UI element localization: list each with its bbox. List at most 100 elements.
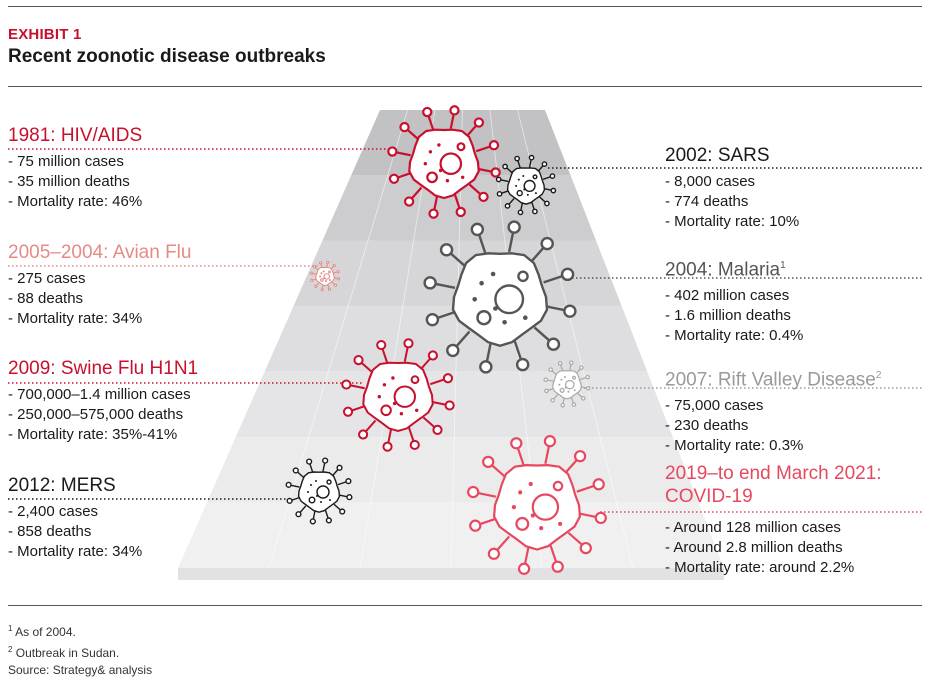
virus-spike-tip (423, 276, 437, 290)
virus-vesicle (552, 480, 564, 492)
virus-spike-tip (504, 203, 511, 209)
virus-spike-tip (314, 284, 318, 289)
virus-spike-tip (573, 450, 587, 463)
virus-spike-tip (496, 191, 503, 197)
outbreak-heading: 2005–2004: Avian Flu (8, 242, 192, 263)
top-rule (8, 6, 922, 7)
virus-spike-tip (327, 287, 332, 291)
virus-dot (526, 193, 529, 196)
virus-icon-mers (285, 457, 353, 525)
outbreak-heading: 1981: HIV/AIDS (8, 125, 143, 146)
outbreak-deaths: - 858 deaths (8, 523, 92, 540)
virus-vesicle (517, 270, 529, 283)
virus-spike-tip (439, 243, 454, 257)
virus-body (492, 463, 582, 551)
virus-nucleus (523, 179, 536, 193)
outbreak-cases: - Around 128 million cases (665, 519, 841, 536)
outbreak-mers: 2012: MERS - 2,400 cases - 858 deaths - … (8, 474, 142, 562)
virus-icon-swine (341, 338, 455, 452)
virus-icon-covid (467, 435, 607, 575)
outbreak-mortality: - Mortality rate: 34% (8, 310, 143, 327)
outbreak-avian-flu: 2005–2004: Avian Flu - 275 cases - 88 de… (8, 241, 191, 329)
virus-spike-tip (560, 267, 575, 282)
virus-dot (329, 499, 331, 501)
virus-spike-tip (540, 236, 554, 251)
virus-dot (438, 168, 443, 173)
virus-spike-tip (342, 406, 354, 417)
virus-dot (399, 412, 404, 416)
virus-spike-tip (325, 517, 332, 524)
exhibit-label: EXHIBIT 1 (8, 26, 82, 43)
virus-dot (437, 143, 441, 147)
virus-dot (479, 280, 484, 286)
virus-vesicle (426, 171, 438, 184)
virus-icon-sars (495, 154, 557, 216)
virus-spike-tip (563, 304, 577, 318)
virus-icon-malaria (423, 220, 577, 374)
virus-nucleus (316, 485, 330, 499)
virus-spike-tip (376, 339, 387, 351)
virus-dot (472, 297, 478, 302)
virus-spike-tip (312, 265, 317, 269)
virus-spike-tip (585, 374, 590, 380)
virus-vesicle (326, 479, 332, 485)
virus-vesicle (571, 375, 576, 380)
virus-spike-tip (388, 173, 400, 184)
virus-dot (316, 495, 318, 497)
virus-dot (517, 178, 520, 181)
outbreak-mortality: - Mortality rate: 46% (8, 193, 143, 210)
virus-dot (461, 175, 465, 179)
virus-dot (539, 526, 544, 531)
virus-spike-tip (318, 261, 323, 265)
virus-spike-tip (306, 458, 313, 465)
virus-body (362, 361, 434, 433)
outbreak-mortality: - Mortality rate: 35%-41% (8, 426, 178, 443)
virus-dot (423, 162, 427, 166)
virus-spike-tip (580, 396, 586, 401)
virus-spike-tip (403, 196, 415, 207)
outbreak-cases: - 275 cases (8, 270, 86, 287)
virus-dot (563, 376, 566, 378)
virus-dot (530, 513, 535, 518)
virus-spike-tip (292, 467, 299, 474)
virus-spike-tip (309, 518, 316, 525)
outbreak-sars: 2002: SARS - 8,000 cases - 774 deaths - … (665, 144, 799, 232)
virus-spike-tip (543, 435, 557, 448)
outbreak-mortality: - Mortality rate: 34% (8, 543, 143, 560)
virus-spike-tip (528, 154, 535, 161)
virus-vesicle (515, 516, 530, 531)
floor-base (178, 568, 724, 580)
virus-vesicle (559, 387, 565, 393)
virus-spike-tip (285, 481, 292, 488)
virus-spike-tip (569, 360, 574, 366)
virus-spike-tip (310, 278, 314, 283)
virus-spike-tip (449, 105, 460, 116)
virus-spike-tip (286, 497, 293, 504)
virus-spike-tip (339, 508, 346, 515)
footnote-ref: 2 (875, 370, 882, 381)
leader-lines (8, 148, 922, 513)
virus-dot (518, 490, 523, 495)
virus-vesicle (516, 189, 523, 197)
virus-spike-tip (346, 494, 353, 501)
virus-dot (319, 275, 322, 278)
virus-vesicle (410, 375, 420, 385)
outbreak-covid-19: 2019–to end March 2021: COVID-19 - Aroun… (665, 462, 882, 578)
virus-dot (445, 179, 450, 183)
virus-spike-tip (541, 161, 548, 167)
virus-vesicle (476, 310, 492, 326)
virus-spike-tip (428, 208, 439, 219)
outbreak-cases: - 8,000 cases (665, 173, 756, 190)
virus-icon-hiv (387, 105, 501, 219)
virus-spike-tip (550, 187, 557, 194)
outbreak-cases: - 700,000–1.4 million cases (8, 386, 191, 403)
virus-spike-tip (320, 288, 324, 292)
virus-dot (382, 383, 387, 387)
virus-dot (558, 383, 561, 386)
virus-dot (328, 279, 331, 282)
virus-spike-tip (358, 429, 369, 440)
virus-dot (528, 481, 533, 487)
virus-spike-tip (469, 519, 482, 532)
virus-vesicle (456, 142, 466, 152)
virus-spike-tip (592, 478, 605, 491)
